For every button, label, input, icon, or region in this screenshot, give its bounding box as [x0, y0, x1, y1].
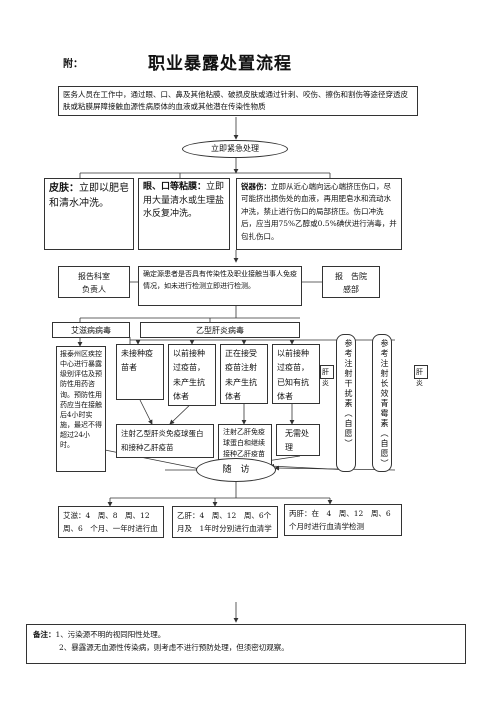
report-dept-box: 报告科室负责人 — [58, 266, 130, 298]
hbv-box: 乙型肝炎病毒 — [140, 322, 300, 338]
notes-heading: 备注： — [33, 630, 56, 639]
skin-box: 皮肤：立即以肥皂和清水冲洗。 — [44, 178, 134, 250]
has-antibody-box: 以前接种过疫苗，已知有抗体者 — [272, 344, 320, 404]
no-antibody-box: 以前接种过疫苗，未产生抗体者 — [168, 344, 216, 406]
notes-box: 备注：1、污染源不明的视同阳性处理。 2、暴露源无血源性传染病，则考虑不进行预防… — [26, 624, 466, 664]
hepatitis-tag: 肝炎 — [320, 365, 334, 387]
attachment-label: 附： — [63, 59, 83, 70]
skin-text: 立即以肥皂和清水冲洗。 — [49, 183, 129, 209]
followup-hbv-box: 乙肝：4 周、12 周、6个月及 1年时分别进行血清学检测 — [172, 506, 278, 538]
emergency-node: 立即紧急处理 — [182, 140, 288, 158]
followup-aids-box: 艾滋：4 周、8 周、12 周、6 个月、一年时进行血清学检测 — [58, 506, 164, 538]
interferon-box: 参考注射干扰素（自愿） — [336, 334, 356, 472]
followup-hcv-box: 丙肝：在 4 周、12 周、6个月时进行血清学检测 — [284, 504, 402, 536]
page-title: 职业暴露处置流程 — [148, 54, 292, 74]
aids-box: 艾滋病病毒 — [52, 322, 130, 338]
confirm-box: 确定源患者是否具有传染性及职业接触当事人免疫情况，如未进行检测立即进行检测。 — [138, 266, 302, 306]
wound-text: 立即从近心端向远心端挤压伤口，尽可能挤出损伤处的血液，再用肥皂水和流动水冲洗，禁… — [241, 182, 397, 241]
note-2: 2、暴露源无血源性传染病，则考虑不进行预防处理，但须密切观察。 — [59, 642, 289, 652]
intro-box: 医务人员在工作中，通过眼、口、鼻及其他粘膜、破损皮肤或通过针刺、咬伤、擦伤和割伤… — [58, 86, 418, 116]
followup-node: 随 访 — [196, 458, 276, 482]
report-infection-box: 报 告院感部 — [322, 266, 380, 298]
skin-heading: 皮肤： — [49, 183, 79, 194]
mucosa-text: 立即用大量清水或生理盐水反复冲洗。 — [143, 182, 225, 219]
mucosa-heading: 眼、口等粘膜： — [143, 182, 207, 192]
wound-box: 锐器伤：立即从近心端向远心端挤压伤口，尽可能挤出损伤处的血液，再用肥皂水和流动水… — [236, 178, 402, 250]
extra-tag: 肝炎 — [414, 365, 428, 387]
penicillin-box: 参考注射长效青霉素（自愿） — [372, 334, 392, 472]
note-1: 1、污染源不明的视同阳性处理。 — [55, 630, 166, 639]
vaccinating-box: 正在接受疫苗注射未产生抗体者 — [220, 344, 268, 404]
treatment-unvaccinated-box: 注射乙型肝炎免疫球蛋白和接种乙肝疫苗 — [116, 424, 214, 458]
no-treatment-box: 无需处理 — [276, 424, 320, 456]
unvaccinated-box: 未接种疫苗者 — [116, 344, 164, 400]
mucosa-box: 眼、口等粘膜：立即用大量清水或生理盐水反复冲洗。 — [138, 178, 230, 250]
wound-heading: 锐器伤： — [241, 182, 271, 191]
aids-detail-box: 报泰州区疾控中心进行暴露级别评估及预防性用药咨询。预防性用药应当在接触后4小时实… — [56, 346, 106, 472]
